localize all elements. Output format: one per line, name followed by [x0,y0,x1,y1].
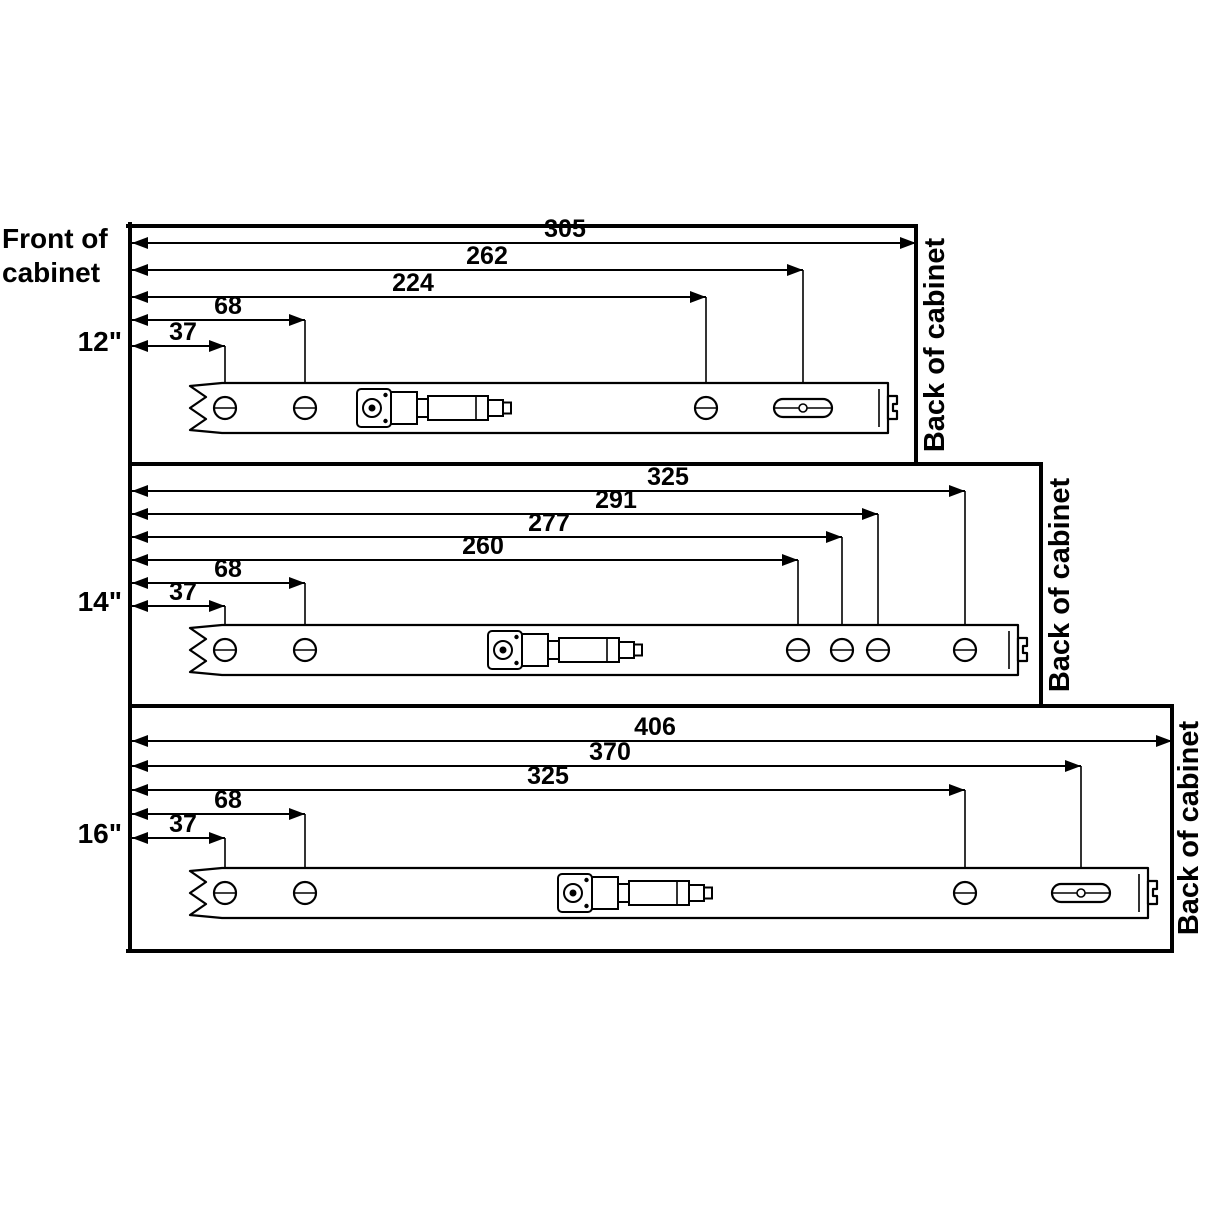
screw-hole-291-14in [865,637,891,663]
dim-label-406-16in: 406 [634,713,676,741]
dim-label-37-14in: 37 [169,578,197,606]
cabinet-outline [126,222,1174,953]
screw-hole-68-12in [292,395,318,421]
dimension-lines-14in: 325 291 277 260 68 37 [132,463,966,639]
screw-hole-224-12in [693,395,719,421]
dim-label-305-12in: 305 [544,215,586,243]
dim-label-277-14in: 277 [528,509,570,537]
drawer-slide-14in [188,623,1029,677]
front-of-cabinet-label-line2: cabinet [2,257,100,288]
dim-label-224-12in: 224 [392,269,434,297]
slide-end-tab-12in [886,394,899,421]
dim-label-262-12in: 262 [466,242,508,270]
screw-hole-68-16in [292,880,318,906]
dim-label-370-16in: 370 [589,738,631,766]
dim-label-291-14in: 291 [595,486,637,514]
back-of-cabinet-label-14in: Back of cabinet [1044,477,1076,692]
dim-label-260-14in: 260 [462,532,504,560]
dim-label-37-12in: 37 [169,318,197,346]
screw-hole-37-16in [212,880,238,906]
dim-label-37-16in: 37 [169,810,197,838]
screw-hole-37-12in [212,395,238,421]
size-label-16in: 16" [78,818,122,849]
dim-label-68-12in: 68 [214,292,242,320]
screw-hole-325-14in [952,637,978,663]
screw-hole-325-16in [952,880,978,906]
back-of-cabinet-label-12in: Back of cabinet [919,237,951,452]
oval-slot-262-12in [772,397,834,419]
section-14in: 14" Back of cabinet 325 291 277 260 68 3… [78,463,1076,692]
drawer-slide-16in [188,866,1159,920]
screw-hole-68-14in [292,637,318,663]
screw-hole-277-14in [829,637,855,663]
dim-label-68-14in: 68 [214,555,242,583]
section-12in: 12" Back of cabinet 305 262 224 68 37 [78,215,951,452]
dim-label-68-16in: 68 [214,786,242,814]
dim-label-325-14in: 325 [647,463,689,491]
back-of-cabinet-label-16in: Back of cabinet [1173,720,1205,935]
screw-hole-260-14in [785,637,811,663]
size-label-12in: 12" [78,326,122,357]
oval-slot-370-16in [1050,882,1112,904]
dimension-lines-16in: 406 370 325 68 37 [132,713,1172,884]
dim-label-325-16in: 325 [527,762,569,790]
drawer-slide-12in [188,381,899,435]
section-16in: 16" Back of cabinet 406 370 325 68 37 [78,713,1205,935]
slide-end-tab-16in [1146,879,1159,906]
front-of-cabinet-label-line1: Front of [2,223,108,254]
size-label-14in: 14" [78,586,122,617]
slide-end-tab-14in [1016,636,1029,663]
screw-hole-37-14in [212,637,238,663]
dimension-lines-12in: 305 262 224 68 37 [132,215,916,399]
